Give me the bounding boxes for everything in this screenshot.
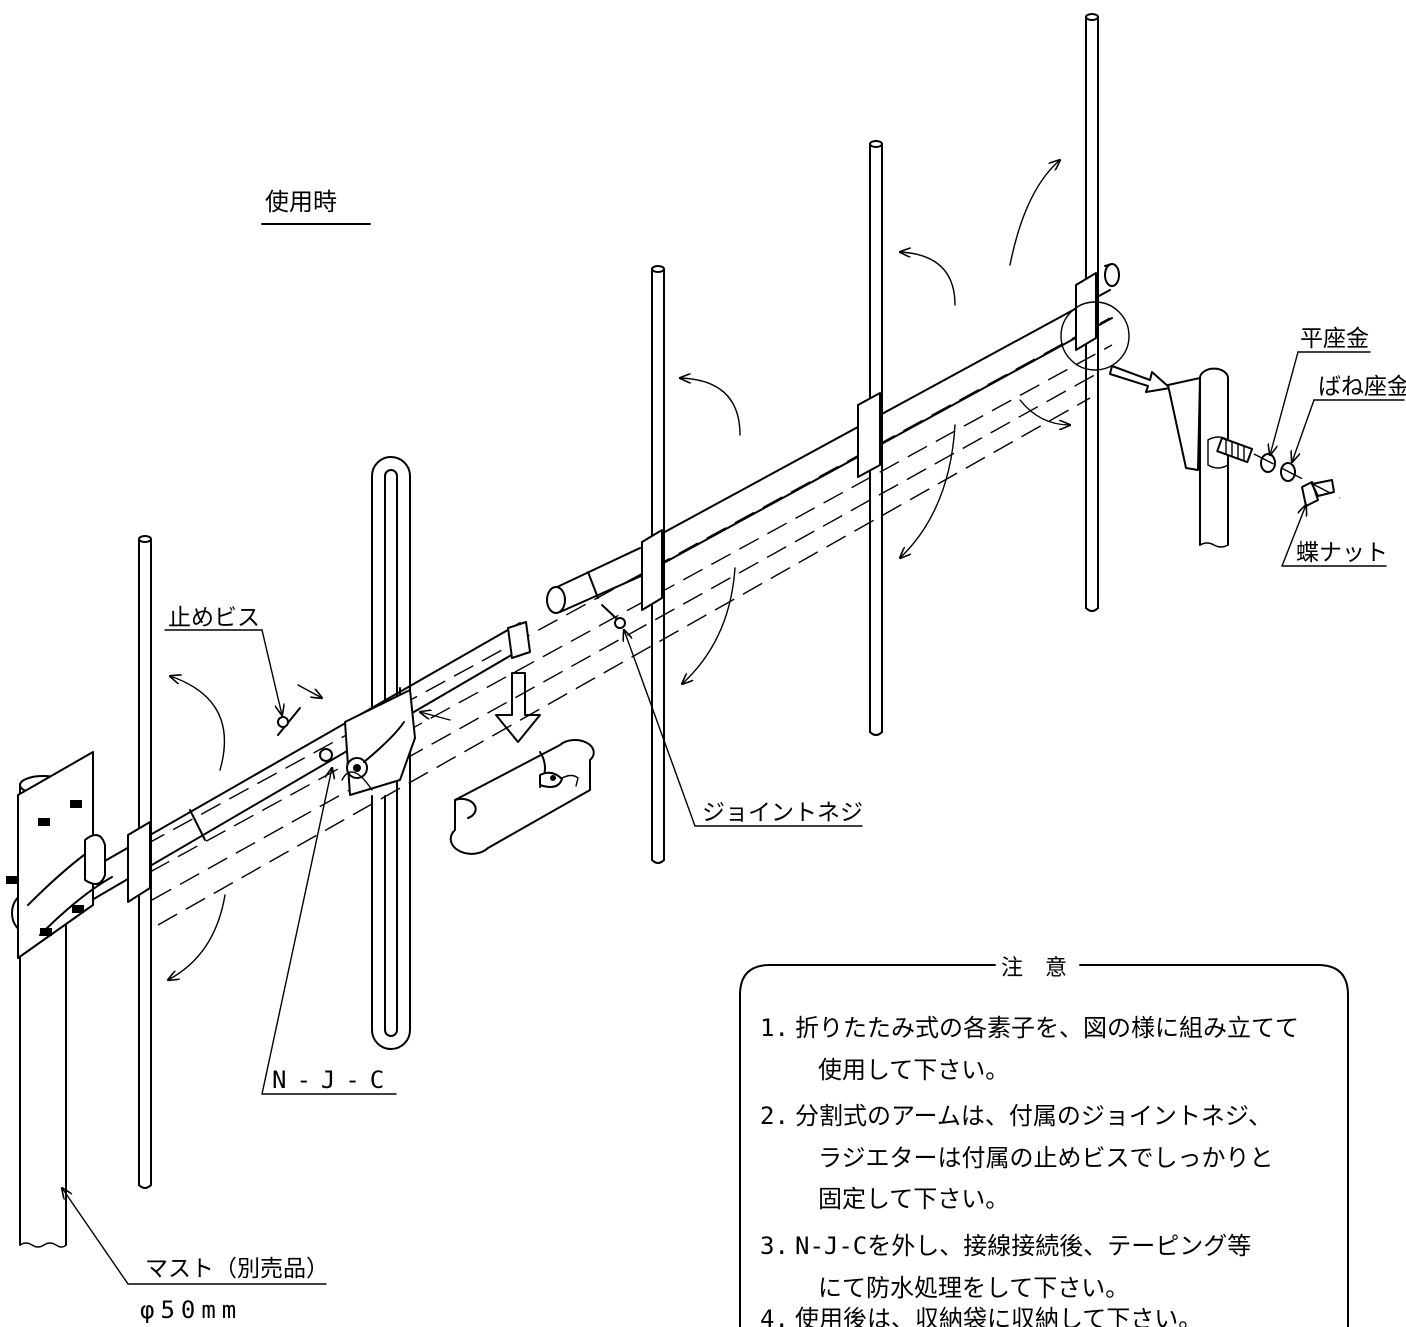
note-3-num: 3.	[760, 1232, 789, 1260]
label-flat-washer: 平座金	[1270, 326, 1371, 455]
element-1	[127, 535, 152, 1189]
folding-arrows	[168, 160, 1070, 980]
detail-zoom-arrow	[1109, 365, 1171, 393]
note-3-line-2: にて防水処理をして下さい。	[818, 1274, 1129, 1302]
label-set-screw: 止めビス	[164, 605, 282, 715]
connector-label: N-J-C	[272, 1066, 394, 1094]
note-2-line-3: 固定して下さい。	[818, 1185, 1009, 1213]
splice-detail	[449, 672, 595, 855]
label-connector: N-J-C	[261, 768, 397, 1095]
wing-nut-label: 蝶ナット	[1296, 540, 1388, 566]
detail-view	[1167, 367, 1341, 548]
mast-size-label: φ50mm	[140, 1296, 242, 1324]
label-joint-screw: ジョイントネジ	[624, 630, 863, 827]
note-2-line-1: 分割式のアームは、付属のジョイントネジ、	[795, 1102, 1272, 1130]
notes-box: 注 意 1. 折りたたみ式の各素子を、図の様に組み立てて 使用して下さい。 2.…	[739, 956, 1349, 1327]
note-2-num: 2.	[760, 1102, 789, 1130]
note-4-num: 4.	[760, 1305, 789, 1327]
label-spring-washer: ばね座金	[1292, 374, 1406, 462]
label-wing-nut: 蝶ナット	[1281, 505, 1388, 567]
note-1-num: 1.	[760, 1014, 789, 1042]
note-1-line-1: 折りたたみ式の各素子を、図の様に組み立てて	[795, 1014, 1299, 1042]
element-4	[857, 140, 883, 736]
diagram-title-group: 使用時	[261, 188, 371, 225]
element-3	[641, 265, 665, 864]
diagram-title: 使用時	[265, 188, 337, 216]
mast-label: マスト（別売品）	[145, 1256, 329, 1282]
note-1-line-2: 使用して下さい。	[818, 1056, 1009, 1084]
joint-screw-part	[601, 604, 626, 629]
label-mast: マスト（別売品） φ50mm	[62, 1188, 329, 1324]
note-2-line-2: ラジエターは付属の止めビスでしっかりと	[818, 1144, 1274, 1172]
note-4-line-1: 使用後は、収納袋に収納して下さい。	[795, 1305, 1202, 1327]
notes-heading: 注 意	[1001, 956, 1067, 981]
note-3-line-1: N-J-Cを外し、接線接続後、テーピング等	[795, 1232, 1251, 1260]
spring-washer-label: ばね座金	[1318, 374, 1406, 400]
joint-screw-label: ジョイントネジ	[702, 800, 863, 826]
flat-washer-label: 平座金	[1300, 326, 1369, 352]
boom-joint-section	[546, 547, 651, 614]
element-5	[1060, 13, 1130, 612]
set-screw-label: 止めビス	[168, 605, 260, 631]
boom-right	[649, 263, 1120, 566]
boom-folded-dashed	[144, 317, 1113, 926]
radiator-loop	[319, 456, 416, 1050]
mast-clamp	[6, 751, 113, 959]
